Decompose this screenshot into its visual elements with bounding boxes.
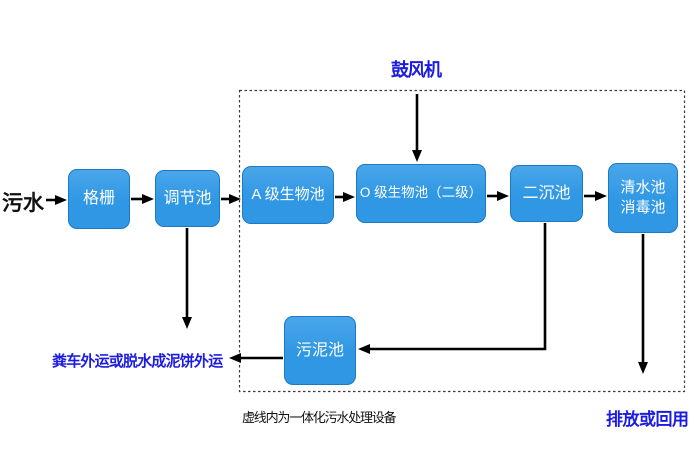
sludge-disposal-label: 粪车外运或脱水成泥饼外运 [52, 353, 223, 370]
box-secondary-sedimentation-tank: 二沉池 [510, 165, 583, 222]
box-o-bio-tank: O 级生物池（二级） [356, 164, 486, 223]
box-cleanwater-disinfection-tank: 清水池 消毒池 [608, 163, 678, 233]
arrow-sedimentation-to-sludge [358, 223, 547, 354]
box-grid: 格栅 [68, 169, 130, 229]
dashed-box-caption: 虚线内为一体化污水处理设备 [242, 410, 397, 425]
box-a-bio-tank: A 级生物池 [242, 166, 334, 224]
box-sludge-tank: 污泥池 [284, 316, 356, 385]
box-regulating-tank: 调节池 [155, 170, 220, 227]
blower-label: 鼓风机 [391, 60, 442, 80]
influent-label: 污水 [2, 192, 44, 215]
discharge-label: 排放或回用 [606, 410, 689, 429]
